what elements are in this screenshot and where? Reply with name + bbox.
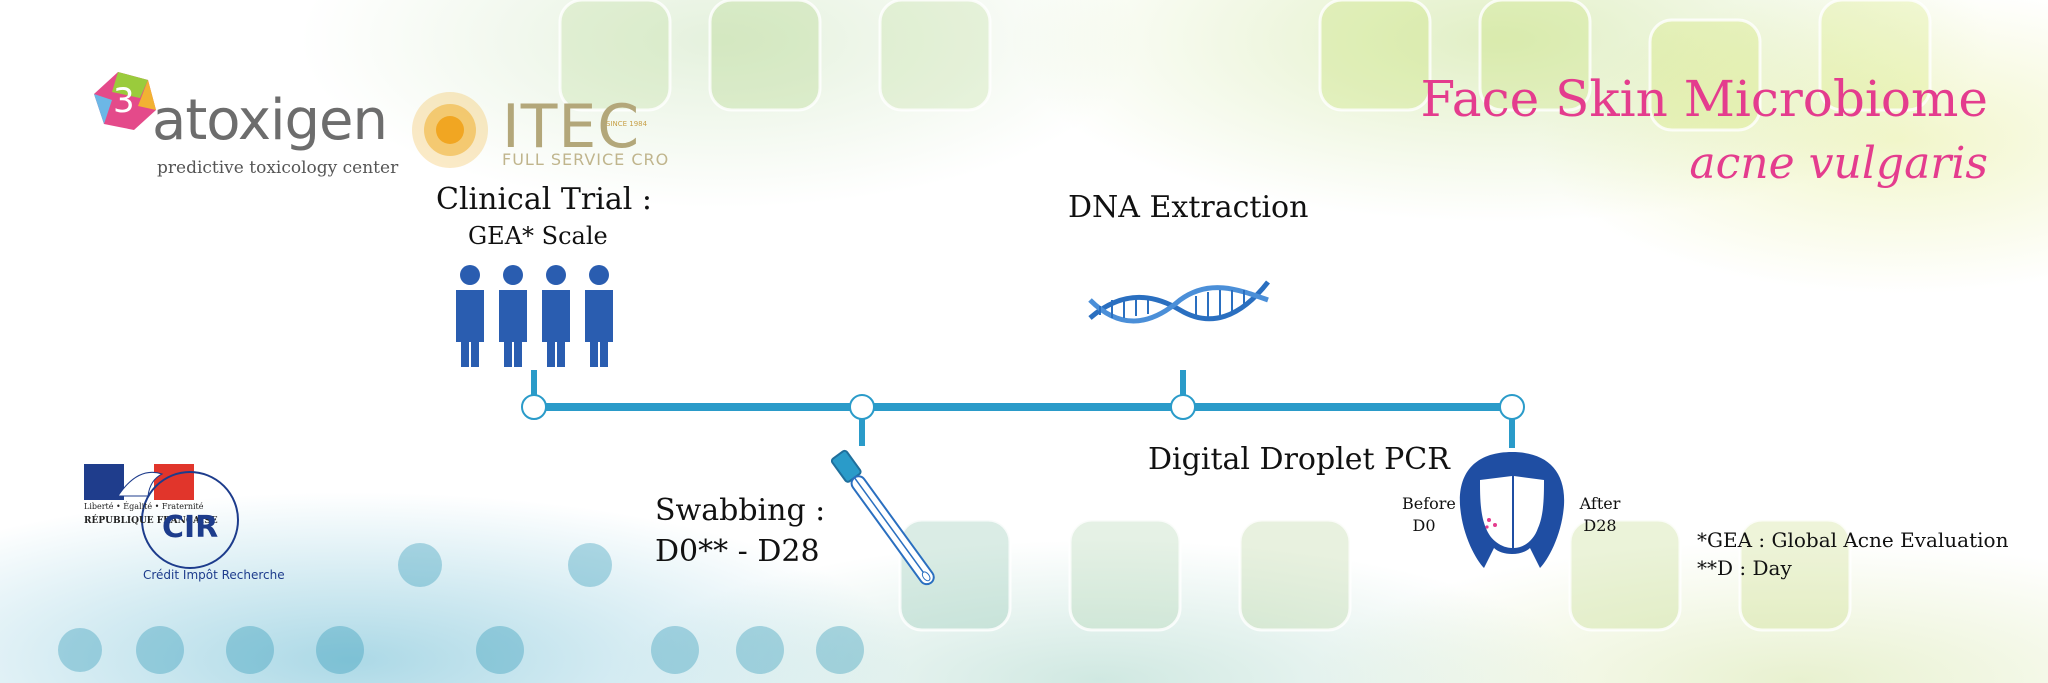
- ddpcr-label: Digital Droplet PCR: [1148, 442, 1450, 477]
- background-bubbles: [58, 543, 864, 674]
- after-day: D28: [1583, 516, 1617, 535]
- before-label: Before: [1402, 494, 1456, 513]
- footnote-gea: *GEA : Global Acne Evaluation: [1697, 528, 2009, 552]
- marianne-flag-icon: [84, 464, 194, 500]
- swabbing-days-label: D0** - D28: [655, 534, 820, 569]
- atoxigen-logo-name: atoxigen: [152, 88, 388, 153]
- clinical-trial-label: Clinical Trial :: [436, 182, 652, 217]
- svg-text:3: 3: [113, 81, 135, 121]
- itec-logo-subtitle: FULL SERVICE CRO: [502, 150, 670, 169]
- background-grid: [558, 0, 1932, 632]
- dna-helix-icon: [1088, 280, 1270, 324]
- timeline-node-4: [1499, 394, 1525, 420]
- timeline-node-1: [521, 394, 547, 420]
- dna-extraction-label: DNA Extraction: [1068, 190, 1309, 225]
- page-title: Face Skin Microbiome: [1420, 70, 1988, 128]
- face-icon: [1459, 452, 1565, 568]
- cir-logo-country: RÉPUBLIQUE FRANÇAISE: [84, 516, 218, 526]
- cir-logo-ring-text: Crédit Impôt Recherche: [143, 568, 285, 582]
- cir-seal-icon: [141, 471, 239, 569]
- timeline-node-3: [1170, 394, 1196, 420]
- after-label: After: [1579, 494, 1621, 513]
- atoxigen-logo-tagline: predictive toxicology center: [157, 158, 399, 178]
- clinical-trial-scale-label: GEA* Scale: [468, 222, 608, 250]
- timeline-node-2: [849, 394, 875, 420]
- itec-logo-since: SINCE 1984: [606, 120, 648, 128]
- timeline: [521, 370, 1525, 448]
- before-day: D0: [1412, 516, 1436, 535]
- footnote-day: **D : Day: [1697, 556, 1792, 580]
- cir-logo-name: CIR: [162, 510, 219, 545]
- itec-logo-name: ITEC: [502, 92, 641, 162]
- people-icon: [456, 265, 613, 367]
- swabbing-label: Swabbing :: [655, 493, 826, 528]
- hexagon-logo-icon: 3: [94, 72, 156, 130]
- page-subtitle: acne vulgaris: [1689, 138, 1988, 189]
- swab-tube-icon: [830, 449, 935, 586]
- sun-dots-logo-icon: [412, 92, 488, 168]
- cir-logo-motto: Liberté • Égalité • Fraternité: [84, 502, 204, 511]
